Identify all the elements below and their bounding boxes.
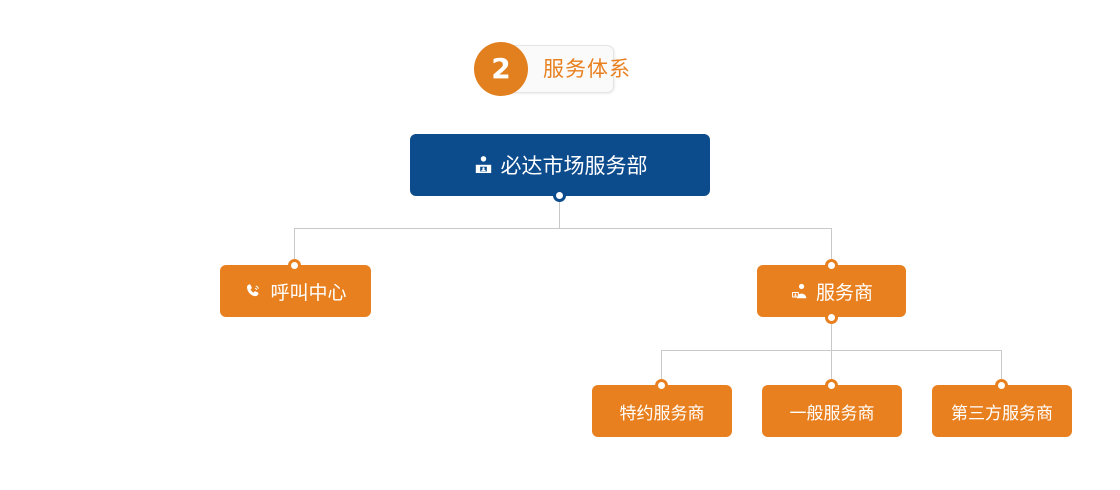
phone-ring-icon	[244, 282, 263, 301]
node-dot-third-party-provider	[995, 379, 1008, 392]
node-dot-call-center	[288, 259, 301, 272]
node-label: 第三方服务商	[951, 403, 1053, 424]
node-market-service-department[interactable]: 必达市场服务部	[410, 134, 710, 196]
node-label: 呼叫中心	[270, 281, 347, 304]
connector-to-call-center	[294, 228, 295, 266]
user-card-icon	[473, 155, 494, 176]
user-badge-icon	[790, 282, 809, 301]
node-call-center[interactable]: 呼叫中心	[220, 265, 371, 317]
node-dot-special-provider	[655, 379, 668, 392]
section-number-badge: 2	[474, 42, 528, 96]
connector-to-special-provider	[661, 350, 662, 386]
node-dot-root	[553, 189, 566, 202]
connector-to-general-provider	[831, 350, 832, 386]
connector-to-third-party-provider	[1001, 350, 1002, 386]
node-special-provider[interactable]: 特约服务商	[592, 385, 732, 437]
node-dot-service-provider-top	[825, 259, 838, 272]
node-label: 必达市场服务部	[500, 154, 648, 178]
node-dot-service-provider-bottom	[825, 311, 838, 324]
section-title: 服务体系	[543, 57, 631, 81]
connector-to-service-provider	[831, 228, 832, 266]
node-third-party-provider[interactable]: 第三方服务商	[932, 385, 1072, 437]
node-label: 一般服务商	[789, 403, 875, 424]
node-service-provider[interactable]: 服务商	[757, 265, 906, 317]
node-label: 服务商	[815, 281, 873, 304]
connector-root-stem	[559, 195, 560, 229]
connector-level1-bar	[294, 228, 832, 229]
connector-service-provider-stem	[831, 317, 832, 351]
node-dot-general-provider	[825, 379, 838, 392]
node-label: 特约服务商	[619, 403, 705, 424]
node-general-provider[interactable]: 一般服务商	[762, 385, 902, 437]
